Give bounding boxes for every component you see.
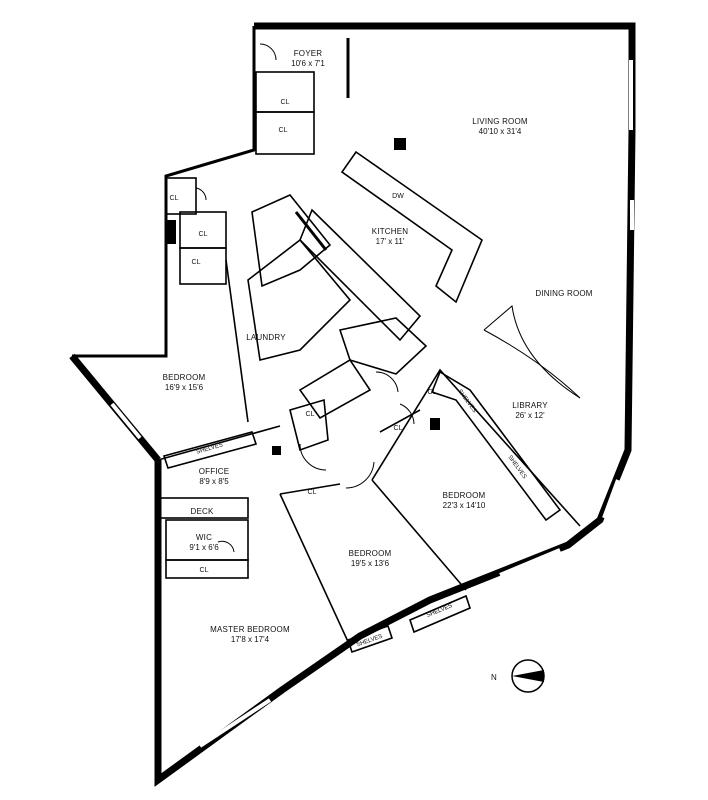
closet-label: CL (308, 489, 317, 496)
room-labels: FOYER 10'6 x 7'1 LIVING ROOM 40'10 x 31'… (163, 49, 593, 644)
kitchen-name: KITCHEN (372, 227, 409, 236)
shelves-label: SHELVES (506, 455, 527, 481)
shelves-label: SHELVES (456, 389, 477, 415)
compass: N (491, 659, 545, 693)
exterior-walls (69, 22, 636, 787)
living-room-name: LIVING ROOM (472, 117, 528, 126)
closet-label: CL (170, 195, 179, 202)
west-bedroom-name: BEDROOM (163, 373, 206, 382)
foyer-name: FOYER (294, 49, 323, 58)
master-bedroom-dim: 17'8 x 17'4 (231, 635, 270, 644)
laundry-name: LAUNDRY (246, 333, 286, 342)
closet-label: CL (281, 99, 290, 106)
fixture-labels: CL CL CL CL CL CL CL CL CL CL DW SHELVES… (170, 99, 528, 649)
wic-dim: 9'1 x 6'6 (189, 543, 219, 552)
dishwasher-label: DW (392, 193, 404, 200)
master-bedroom-name: MASTER BEDROOM (210, 625, 290, 634)
closet-label: CL (279, 127, 288, 134)
closet-label: CL (200, 567, 209, 574)
east-bedroom-dim: 22'3 x 14'10 (443, 501, 486, 510)
column (272, 446, 281, 455)
library-dim: 26' x 12' (515, 411, 545, 420)
foyer-dim: 10'6 x 7'1 (291, 59, 325, 68)
closet-label: CL (199, 231, 208, 238)
column (394, 138, 406, 150)
office-name: OFFICE (199, 467, 230, 476)
closet-label: CL (394, 425, 403, 432)
deck-name: DECK (190, 507, 213, 516)
kitchen-dim: 17' x 11' (376, 237, 405, 246)
compass-north-label: N (491, 673, 497, 682)
office-dim: 8'9 x 8'5 (199, 477, 229, 486)
center-bedroom-dim: 19'5 x 13'6 (351, 559, 390, 568)
column (430, 418, 440, 430)
east-bedroom-name: BEDROOM (443, 491, 486, 500)
library-name: LIBRARY (512, 401, 548, 410)
closet-label: CL (192, 259, 201, 266)
shelves-strips (162, 431, 471, 654)
west-bedroom-dim: 16'9 x 15'6 (165, 383, 204, 392)
closet-label: CL (306, 411, 315, 418)
closet-label: CL (428, 389, 437, 396)
wic-name: WIC (196, 533, 212, 542)
living-room-dim: 40'10 x 31'4 (479, 127, 522, 136)
center-bedroom-name: BEDROOM (349, 549, 392, 558)
column-block (166, 220, 176, 244)
dining-room-name: DINING ROOM (535, 289, 592, 298)
interior-walls (157, 38, 581, 647)
